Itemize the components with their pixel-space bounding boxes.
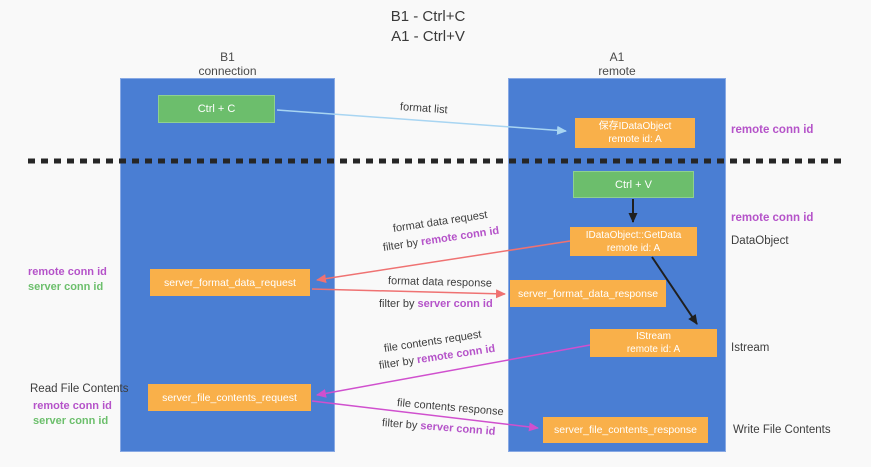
- server-format-data-request-box: server_format_data_request: [150, 269, 310, 296]
- server-file-contents-request-label: server_file_contents_request: [162, 391, 297, 404]
- filter-by-text: filter by: [378, 354, 418, 372]
- save-dataobject-line1: 保存IDataObject: [598, 121, 672, 132]
- filter-by-text: filter by: [382, 236, 422, 254]
- filter-by-text: filter by: [379, 298, 418, 310]
- right-remote-conn-id-mid: remote conn id: [731, 212, 814, 224]
- title-line-2: A1 - Ctrl+V: [391, 28, 465, 45]
- left-remote-conn-id-top: remote conn id: [28, 266, 107, 278]
- format-data-response-label: format data response: [387, 275, 493, 290]
- istream-line1: IStream: [635, 331, 671, 342]
- left-server-conn-id-top: server conn id: [28, 281, 104, 293]
- save-dataobject-box: 保存IDataObject remote id: A: [575, 118, 695, 148]
- server-format-data-request-label: server_format_data_request: [164, 276, 296, 289]
- file-contents-response-filter-label: filter by server conn id: [382, 417, 496, 438]
- lifeline-header-b1: B1 connection: [120, 50, 335, 78]
- lifeline-header-a1: A1 remote: [508, 50, 726, 78]
- left-remote-conn-id-bottom: remote conn id: [33, 400, 112, 412]
- right-remote-conn-id-top: remote conn id: [731, 124, 814, 136]
- server-conn-id-text: server conn id: [419, 420, 496, 438]
- ctrl-v-box: Ctrl + V: [573, 171, 694, 198]
- istream-box: IStream remote id: A: [590, 329, 717, 357]
- left-server-conn-id-bottom: server conn id: [33, 415, 109, 427]
- ctrl-c-box: Ctrl + C: [158, 95, 275, 123]
- diagram-title: B1 - Ctrl+C A1 - Ctrl+V: [333, 7, 523, 47]
- server-conn-id-text: server conn id: [417, 298, 493, 310]
- istream-line2: remote id: A: [626, 344, 681, 355]
- server-format-data-response-box: server_format_data_response: [510, 280, 666, 307]
- left-conn-id-block-bottom: remote conn id server conn id: [33, 399, 112, 429]
- getdata-line1: IDataObject::GetData: [585, 229, 682, 241]
- file-contents-response-label: file contents response: [396, 397, 505, 419]
- getdata-line2: remote id: A: [606, 242, 661, 254]
- server-file-contents-response-label: server_file_contents_response: [553, 424, 697, 436]
- server-format-data-response-label: server_format_data_response: [517, 287, 659, 300]
- istream-annotation: Istream: [731, 342, 770, 354]
- idataobject-getdata-box: IDataObject::GetData remote id: A: [570, 227, 697, 256]
- left-conn-id-block-top: remote conn id server conn id: [28, 265, 107, 295]
- format-data-response-filter-label: filter by server conn id: [379, 298, 493, 310]
- server-file-contents-response-box: server_file_contents_response: [543, 417, 708, 443]
- read-file-contents-annotation: Read File Contents: [30, 383, 129, 395]
- lifeline-b1-name: B1: [220, 50, 235, 64]
- format-data-response-arrow: [311, 288, 506, 299]
- write-file-contents-annotation: Write File Contents: [733, 424, 831, 436]
- lifeline-b1-role: connection: [198, 64, 257, 78]
- filter-by-text: filter by: [381, 417, 421, 433]
- title-line-1: B1 - Ctrl+C: [390, 8, 466, 25]
- save-dataobject-line2: remote id: A: [608, 134, 662, 145]
- ctrl-v-label: Ctrl + V: [615, 178, 652, 191]
- lifeline-a1-name: A1: [609, 50, 625, 64]
- server-file-contents-request-box: server_file_contents_request: [148, 384, 311, 411]
- lifeline-a1-role: remote: [598, 64, 636, 78]
- format-list-label: format list: [399, 101, 448, 117]
- ctrl-c-label: Ctrl + C: [197, 103, 236, 115]
- dataobject-annotation: DataObject: [731, 235, 789, 247]
